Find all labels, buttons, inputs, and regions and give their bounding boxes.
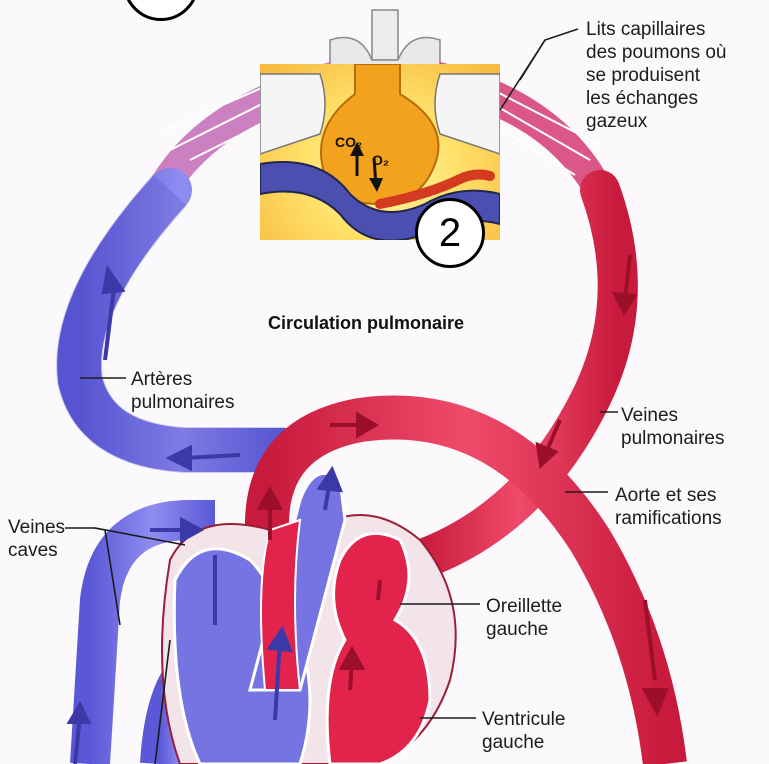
label-capillary-beds: Lits capillaires des poumons où se produ… xyxy=(586,18,727,133)
trachea xyxy=(330,10,440,70)
label-pulmonary-arteries: Artères pulmonaires xyxy=(131,368,235,414)
label-venae-cavae: Veines caves xyxy=(8,516,65,562)
co2-label: CO₂ xyxy=(335,134,362,150)
label-aorta: Aorte et ses ramifications xyxy=(615,484,722,530)
label-pulmonary-veins: Veines pulmonaires xyxy=(621,404,725,450)
marker-2: 2 xyxy=(415,198,485,268)
aorta-root xyxy=(261,520,300,690)
diagram-title: Circulation pulmonaire xyxy=(268,313,464,334)
o2-label: O₂ xyxy=(372,152,389,168)
label-left-atrium: Oreillette gauche xyxy=(486,595,562,641)
label-left-ventricle: Ventricule gauche xyxy=(482,708,565,754)
